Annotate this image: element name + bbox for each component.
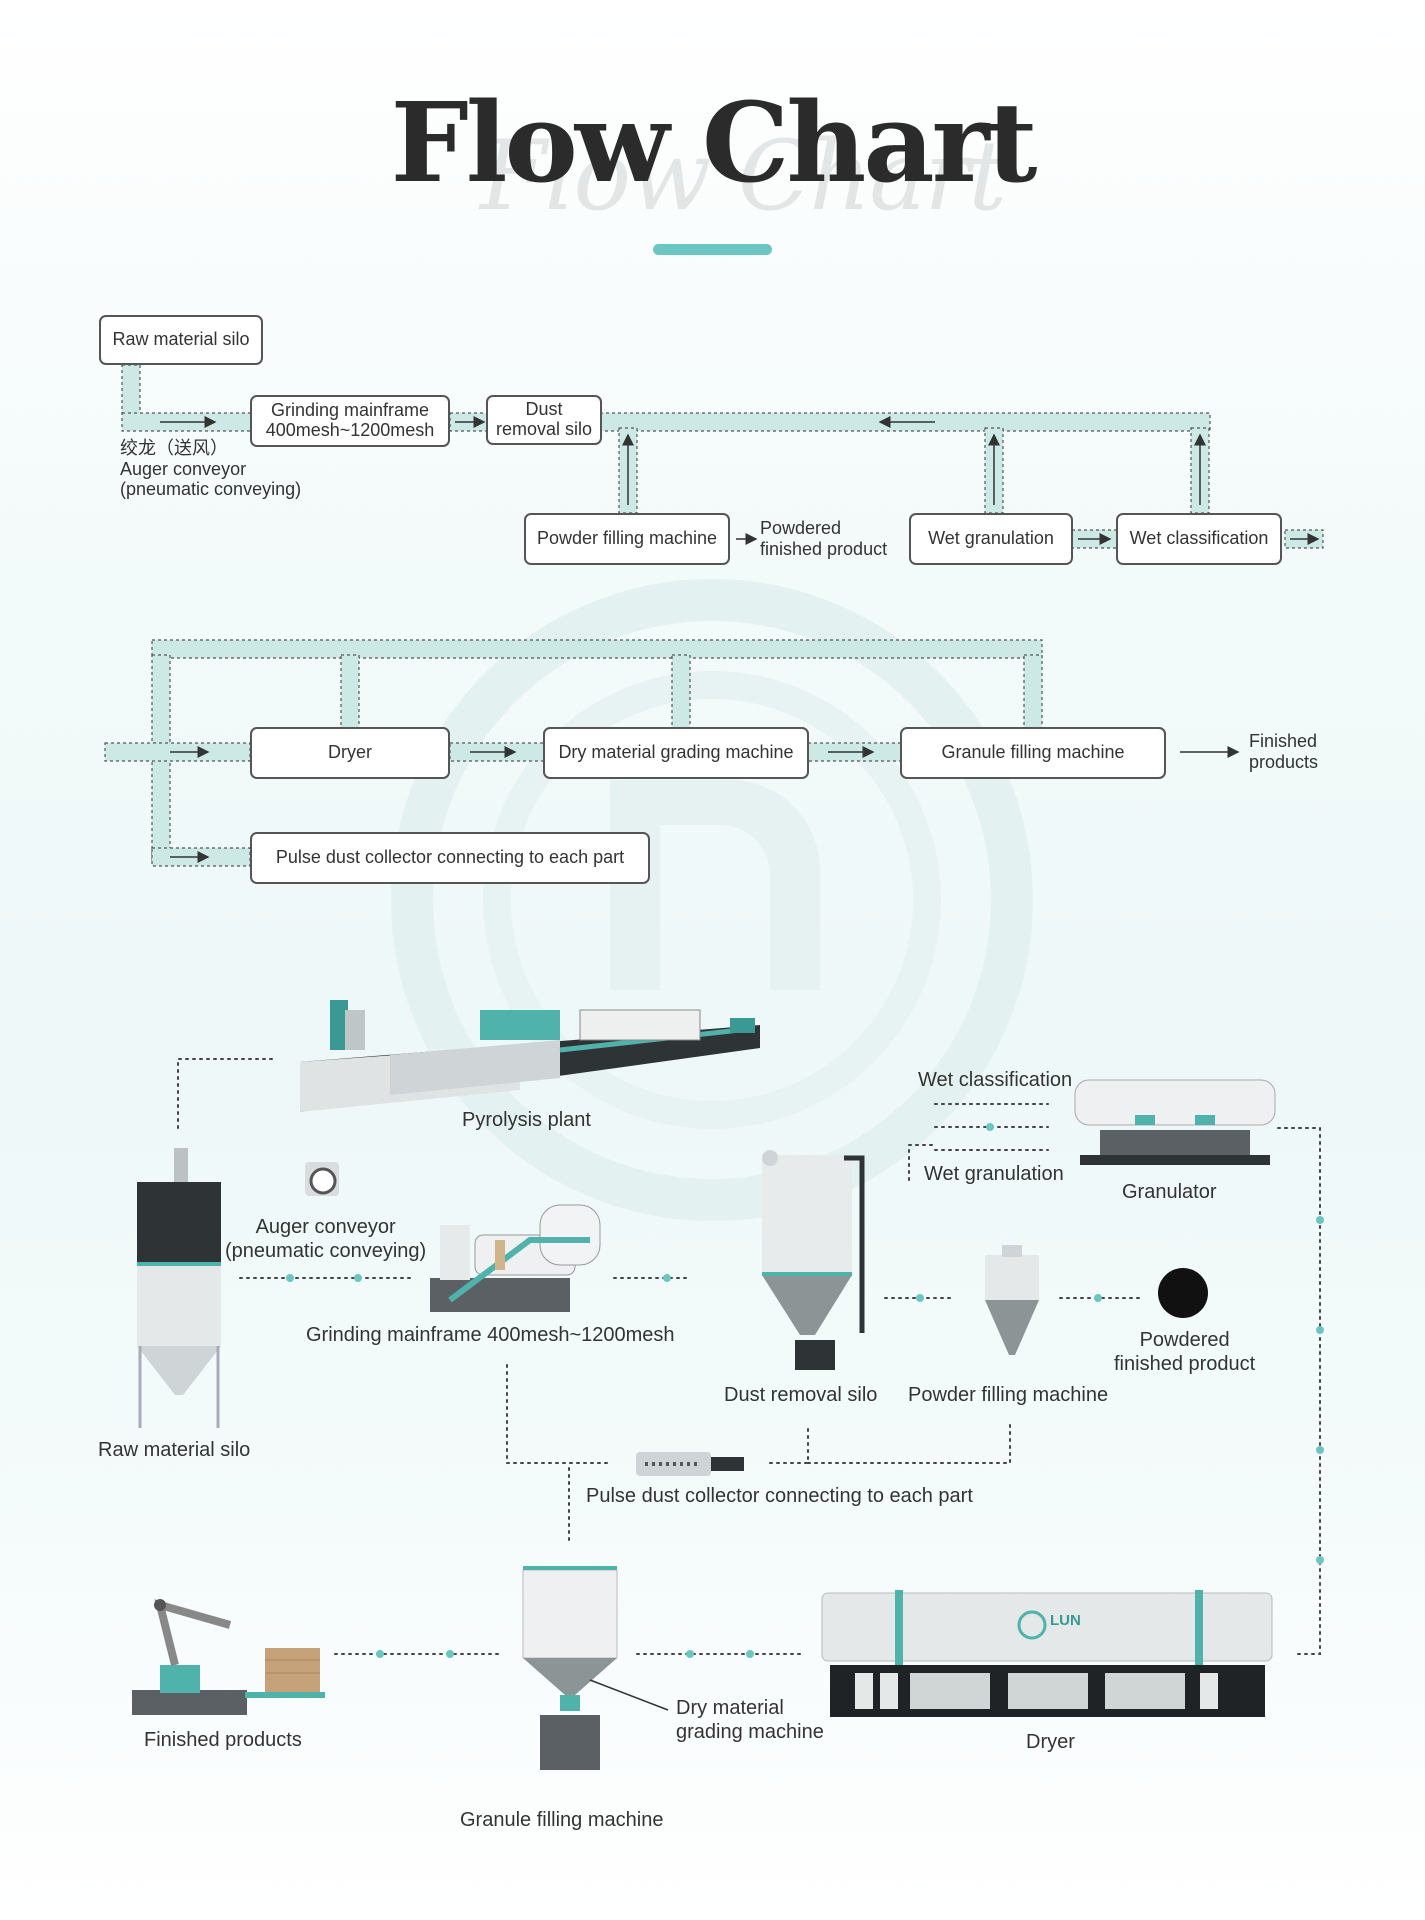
pulse-dust-illustration <box>636 1452 744 1476</box>
label-powder-filling: Powder filling machine <box>908 1384 1109 1406</box>
auger-fan-illustration <box>305 1162 339 1196</box>
page-title: Flow Chart <box>390 78 1038 207</box>
title-underline <box>653 244 772 255</box>
flow-box-pulse-dust: Pulse dust collector connecting to each … <box>250 832 650 884</box>
box-label: Raw material silo <box>112 329 250 350</box>
raw-silo-illustration <box>137 1148 221 1428</box>
label-dry-grading: Dry material grading machine <box>676 1697 824 1743</box>
dryer-illustration <box>821 1590 1273 1717</box>
title-shadow: Flow Chart <box>480 120 1007 232</box>
box-label: Wet granulation <box>928 528 1054 549</box>
box-label: Powder filling machine <box>536 528 718 549</box>
flow-box-dryer: Dryer <box>250 727 450 779</box>
dust-silo-illustration <box>762 1150 865 1370</box>
dryer-brand-logo: LUN <box>1050 1612 1081 1629</box>
auger-note: 绞龙（送风） Auger conveyor (pneumatic conveyi… <box>120 438 302 500</box>
granulator-illustration <box>1074 1079 1276 1165</box>
label-dust-silo: Dust removal silo <box>724 1384 878 1406</box>
box-label: Pulse dust collector connecting to each … <box>275 847 625 868</box>
label-auger: Auger conveyor (pneumatic conveying) <box>225 1216 427 1262</box>
flow-box-wet-granulation: Wet granulation <box>909 513 1073 565</box>
box-label: Grinding mainframe 400mesh~1200mesh <box>265 400 435 440</box>
flow-box-grinding: Grinding mainframe 400mesh~1200mesh <box>250 395 450 447</box>
grinding-machine-illustration <box>430 1204 601 1312</box>
box-label: Wet classification <box>1129 528 1269 549</box>
label-granule-filling: Granule filling machine <box>460 1809 664 1831</box>
flow-box-powder-filling: Powder filling machine <box>524 513 730 565</box>
powder-filling-illustration <box>985 1245 1039 1355</box>
label-dryer: Dryer <box>1026 1731 1075 1753</box>
label-grinding: Grinding mainframe 400mesh~1200mesh <box>306 1324 675 1346</box>
label-wet-granulation: Wet granulation <box>924 1163 1064 1185</box>
palletizer-illustration <box>132 1599 325 1715</box>
box-label: Granule filling machine <box>941 742 1125 763</box>
flow-box-wet-classification: Wet classification <box>1116 513 1282 565</box>
flow-box-dust-removal: Dust removal silo <box>486 395 602 445</box>
box-label: Dust removal silo <box>495 399 593 439</box>
label-wet-classification: Wet classification <box>918 1069 1073 1091</box>
box-label: Dry material grading machine <box>558 742 794 763</box>
label-pulse-dust: Pulse dust collector connecting to each … <box>586 1485 973 1507</box>
label-finished-products: Finished products <box>144 1729 302 1751</box>
grading-machine-illustration <box>522 1566 669 1770</box>
flow-box-dry-grading: Dry material grading machine <box>543 727 809 779</box>
label-pyrolysis: Pyrolysis plant <box>462 1109 591 1131</box>
label-powdered-product: Powdered finished product <box>1114 1329 1256 1375</box>
flow-box-granule-filling: Granule filling machine <box>900 727 1166 779</box>
flow-powdered-product: Powdered finished product <box>760 518 888 559</box>
box-label: Dryer <box>328 742 372 763</box>
label-raw-silo: Raw material silo <box>98 1439 251 1461</box>
pyrolysis-plant-illustration <box>300 1000 760 1112</box>
label-granulator: Granulator <box>1122 1181 1217 1203</box>
powdered-product-illustration <box>1158 1268 1208 1318</box>
flow-box-raw-material-silo: Raw material silo <box>99 315 263 365</box>
flow-finished-products: Finished products <box>1249 731 1319 772</box>
